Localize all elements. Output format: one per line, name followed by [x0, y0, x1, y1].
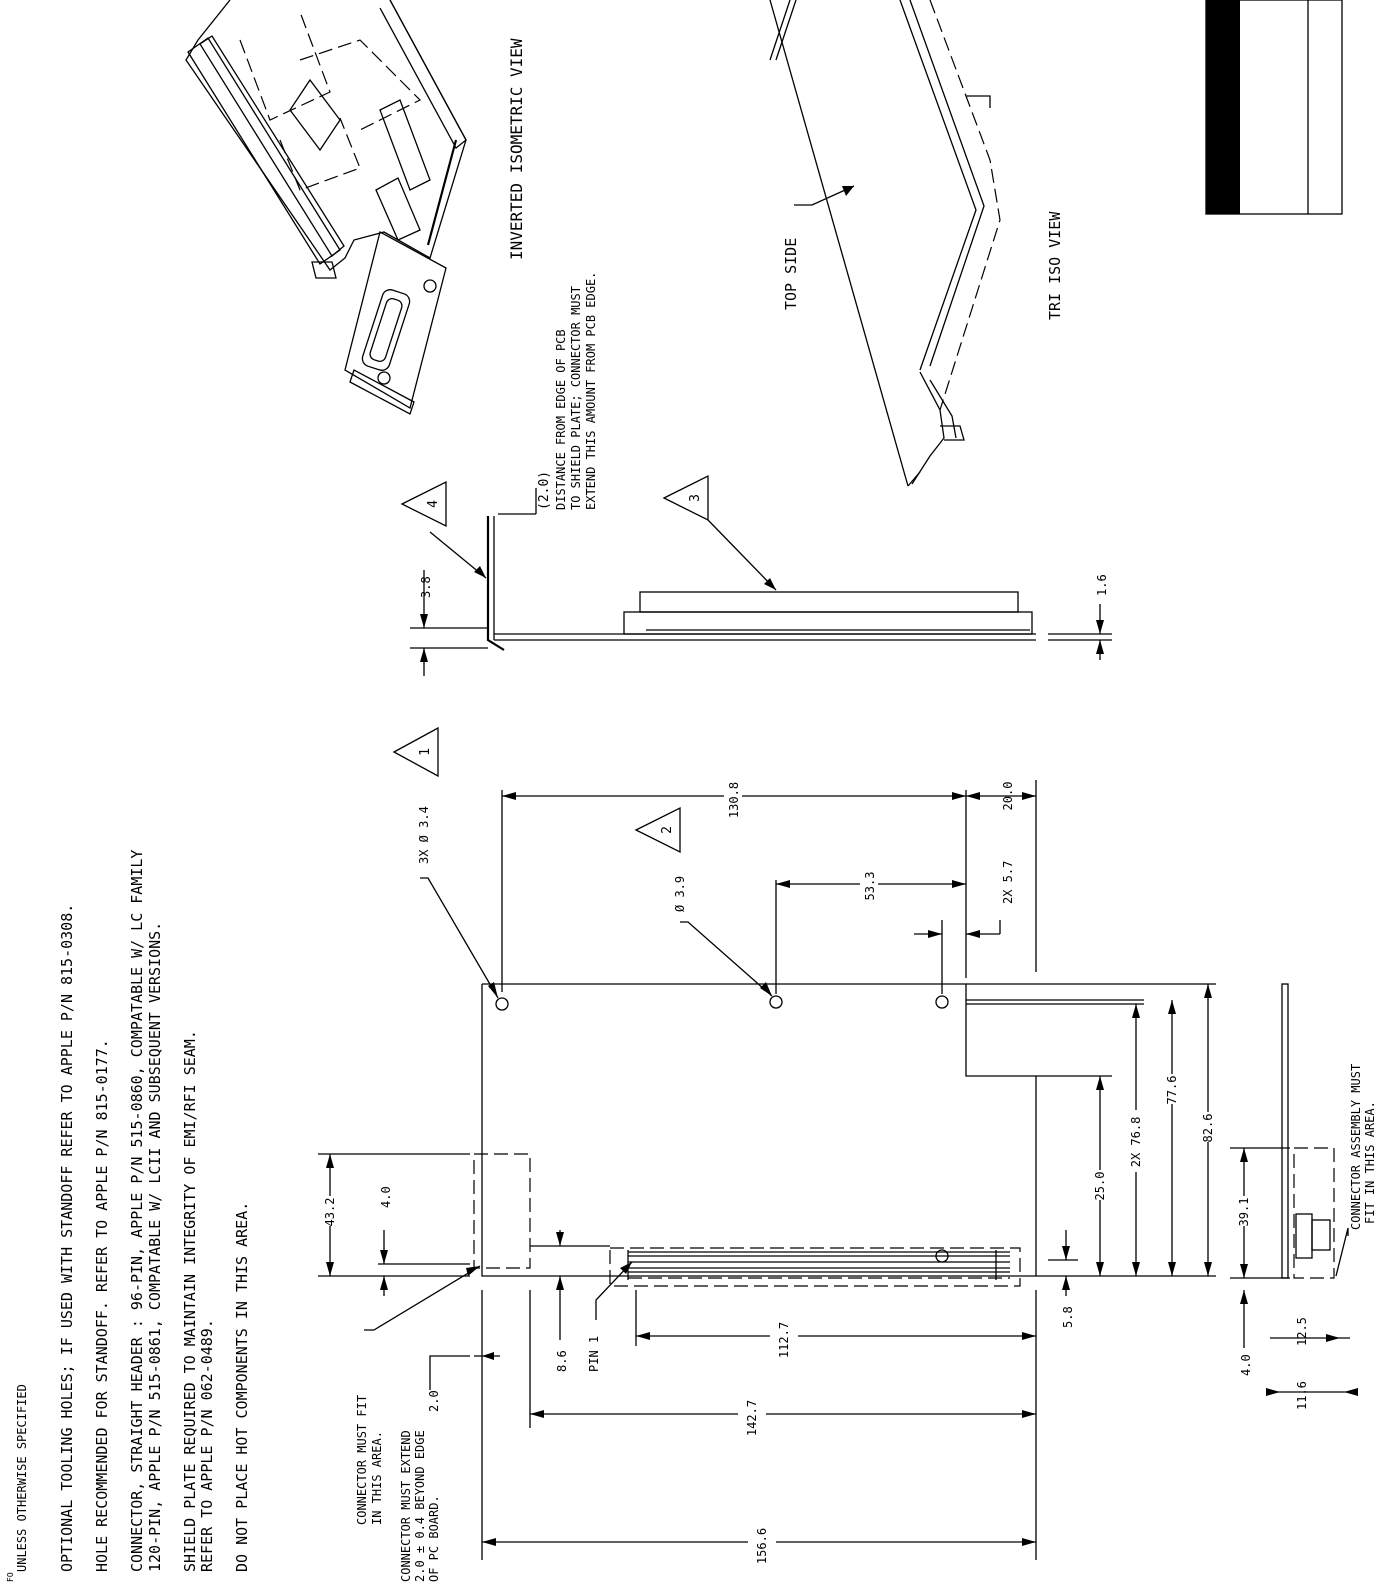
tooling-hole-2: [935, 995, 949, 1009]
shield-distance-note-2: TO SHIELD PLATE; CONNECTOR MUST: [569, 286, 583, 510]
top-side-label: TOP SIDE: [782, 238, 800, 310]
assembly-fit-2: FIT IN THIS AREA.: [1363, 1101, 1377, 1224]
corner-mark: FO: [6, 1572, 15, 1582]
connector-fit-1: CONNECTOR MUST FIT: [355, 1395, 369, 1525]
connector-extend-1: CONNECTOR MUST EXTEND: [399, 1430, 413, 1582]
dim-5-8: 5.8: [1061, 1306, 1075, 1328]
note-3a: CONNECTOR, STRAIGHT HEADER : 96-PIN, APP…: [128, 850, 146, 1572]
dim-142-7: 142.7: [745, 1400, 759, 1436]
dim-39-1: 39.1: [1237, 1198, 1251, 1227]
dim-2x-5-7: 2X 5.7: [1001, 861, 1015, 904]
standoff-hole: [769, 995, 783, 1009]
shield-side-section: 3.8 (2.0) DISTANCE FROM EDGE OF PCB TO S…: [400, 272, 1112, 676]
note-1: OPTIONAL TOOLING HOLES; IF USED WITH STA…: [58, 904, 76, 1572]
shield-distance-note-3: EXTEND THIS AMOUNT FROM PCB EDGE.: [584, 272, 598, 510]
dim-112-7: 112.7: [777, 1322, 791, 1358]
inverted-isometric-view: INVERTED ISOMETRIC VIEW: [185, 0, 526, 415]
tri-iso-view: TOP SIDE TRI ISO VIEW: [769, 0, 1064, 487]
dim-3x-dia-3-4: 3X Ø 3.4: [417, 806, 431, 864]
dim-25-0: 25.0: [1093, 1172, 1107, 1201]
shield-distance-note-1: DISTANCE FROM EDGE OF PCB: [554, 329, 568, 510]
assembly-fit-1: CONNECTOR ASSEMBLY MUST: [1349, 1064, 1363, 1230]
dim-53-3: 53.3: [863, 872, 877, 901]
note-4a: SHIELD PLATE REQUIRED TO MAINTAIN INTEGR…: [181, 1030, 199, 1572]
dim-8-6: 8.6: [555, 1350, 569, 1372]
board-plan-view: 156.6 142.7 112.7 8.6 PIN 1 5.8: [318, 780, 1216, 1582]
dim-dia-3-9: Ø 3.9: [673, 876, 687, 912]
dim-12-5: 12.5: [1295, 1317, 1309, 1346]
shield-distance-dim: (2.0): [537, 471, 552, 510]
general-notes: UNLESS OTHERWISE SPECIFIED OPTIONAL TOOL…: [6, 850, 251, 1582]
dim-130-8: 130.8: [727, 782, 741, 818]
dim-2x-76-8: 2X 76.8: [1129, 1117, 1143, 1168]
flag-4: 4: [426, 500, 441, 508]
note-4b: REFER TO APPLE P/N 062-0489.: [198, 1319, 216, 1572]
dim-1-6: 1.6: [1095, 574, 1109, 596]
note-2: HOLE RECOMMENDED FOR STANDOFF. REFER TO …: [93, 1039, 111, 1572]
edge-detail-view: 39.1 4.0 12.5 11.6 CONNECTOR ASSEMBLY MU…: [1230, 983, 1377, 1410]
dim-4-0-b: 4.0: [1239, 1354, 1253, 1376]
connector-extend-dim: 2.0: [427, 1390, 441, 1412]
connector-extend-3: OF PC BOARD.: [427, 1495, 441, 1582]
note-0: UNLESS OTHERWISE SPECIFIED: [15, 1384, 29, 1572]
connector-fit-2: IN THIS AREA.: [370, 1431, 384, 1525]
dim-82-6: 82.6: [1201, 1114, 1215, 1143]
dim-77-6: 77.6: [1165, 1076, 1179, 1105]
flag-1: 1: [418, 748, 433, 756]
tri-iso-title: TRI ISO VIEW: [1046, 211, 1064, 320]
dim-3-8: 3.8: [419, 576, 433, 598]
dim-4-0: 4.0: [379, 1186, 393, 1208]
dim-20-0: 20.0: [1001, 782, 1015, 811]
title-block-fragment: [1205, 0, 1343, 215]
pin-1-label: PIN 1: [587, 1336, 601, 1372]
dim-11-6: 11.6: [1295, 1381, 1309, 1410]
inverted-iso-title: INVERTED ISOMETRIC VIEW: [507, 38, 526, 260]
dim-43-2: 43.2: [323, 1198, 337, 1227]
flag-2: 2: [660, 826, 675, 834]
dim-156-6: 156.6: [755, 1528, 769, 1564]
connector-extend-2: 2.0 ± 0.4 BEYOND EDGE: [413, 1430, 427, 1582]
note-3b: 120-PIN, APPLE P/N 515-0861, COMPATABLE …: [146, 922, 164, 1572]
tooling-hole-1: [495, 997, 509, 1011]
flag-1-group: 1: [392, 726, 439, 778]
flag-3: 3: [688, 494, 703, 502]
note-5: DO NOT PLACE HOT COMPONENTS IN THIS AREA…: [233, 1202, 251, 1572]
